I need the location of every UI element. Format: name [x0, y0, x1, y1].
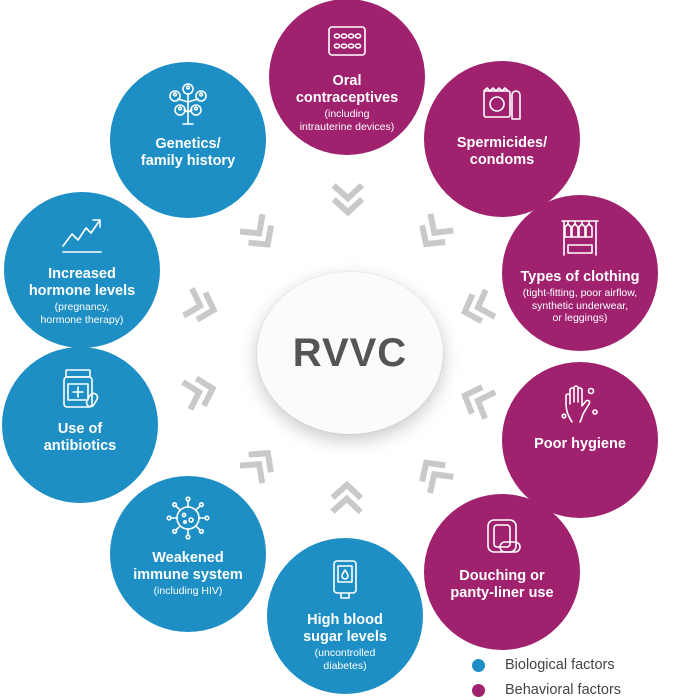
- clothes-rack-icon: [558, 215, 602, 259]
- legend-label-biological: Biological factors: [505, 657, 615, 673]
- virus-icon: [166, 496, 210, 540]
- factor-subtitle: (including HIV): [153, 585, 223, 597]
- factor-title: Genetics/ family history: [140, 136, 236, 169]
- factor-node-spermicides: Spermicides/ condoms: [424, 61, 580, 217]
- medicine-bottle-icon: [58, 367, 102, 411]
- factor-node-clothing: Types of clothing (tight-fitting, poor ai…: [502, 195, 658, 351]
- chevron-arrow-douching: [419, 459, 454, 494]
- trend-up-icon: [60, 212, 104, 256]
- factor-node-oral: Oral contraceptives(including intrauteri…: [269, 0, 425, 155]
- pill-pack-icon: [325, 19, 369, 63]
- factor-subtitle: (including intrauterine devices): [299, 108, 395, 133]
- factor-subtitle: (pregnancy, hormone therapy): [40, 301, 124, 326]
- condom-icon: [480, 81, 524, 125]
- factor-subtitle: (tight-fitting, poor airflow, synthetic …: [522, 287, 638, 324]
- factor-title: Oral contraceptives: [295, 73, 399, 106]
- chevron-arrow-genetics: [239, 213, 275, 248]
- legend-dot-biological: [472, 658, 485, 672]
- chevron-arrow-hygiene: [461, 384, 497, 420]
- legend-item-biological: Biological factors: [472, 657, 615, 673]
- factor-title: High blood sugar levels: [303, 612, 387, 645]
- chevron-arrow-immune: [239, 450, 274, 484]
- factor-title: Increased hormone levels: [28, 266, 136, 299]
- legend-dot-behavioral: [472, 683, 485, 697]
- factor-node-sugar: High blood sugar levels(uncontrolled dia…: [267, 538, 423, 694]
- center-label: RVVC: [292, 330, 408, 375]
- factor-node-hygiene: Poor hygiene: [502, 362, 658, 518]
- factor-node-douching: Douching or panty-liner use: [424, 494, 580, 650]
- factor-title: Weakened immune system: [133, 550, 243, 583]
- center-circle: RVVC: [257, 272, 443, 434]
- legend-item-behavioral: Behavioral factors: [472, 682, 621, 698]
- chevron-arrow-sugar: [330, 480, 364, 515]
- panty-liner-icon: [480, 514, 524, 558]
- factor-title: Use of antibiotics: [43, 421, 117, 454]
- chevron-arrow-clothing: [460, 288, 497, 324]
- germ-hand-icon: [558, 382, 602, 426]
- chevron-arrow-antibiotics: [181, 375, 217, 411]
- factor-title: Poor hygiene: [534, 436, 626, 452]
- factor-title: Douching or panty-liner use: [450, 568, 554, 601]
- chevron-arrow-hormone: [182, 287, 218, 323]
- factor-node-immune: Weakened immune system (including HIV): [110, 476, 266, 632]
- factor-subtitle: (uncontrolled diabetes): [314, 647, 376, 672]
- factor-node-hormone: Increased hormone levels(pregnancy, horm…: [4, 192, 160, 348]
- chevron-arrow-spermicides: [419, 213, 454, 248]
- family-tree-icon: [166, 82, 210, 126]
- glucose-meter-icon: [323, 558, 367, 602]
- legend-label-behavioral: Behavioral factors: [505, 682, 622, 698]
- factor-title: Types of clothing: [520, 269, 640, 285]
- factor-node-genetics: Genetics/ family history: [110, 62, 266, 218]
- factor-node-antibiotics: Use of antibiotics: [2, 347, 158, 503]
- chevron-arrow-oral: [331, 182, 365, 217]
- factor-title: Spermicides/ condoms: [456, 135, 548, 168]
